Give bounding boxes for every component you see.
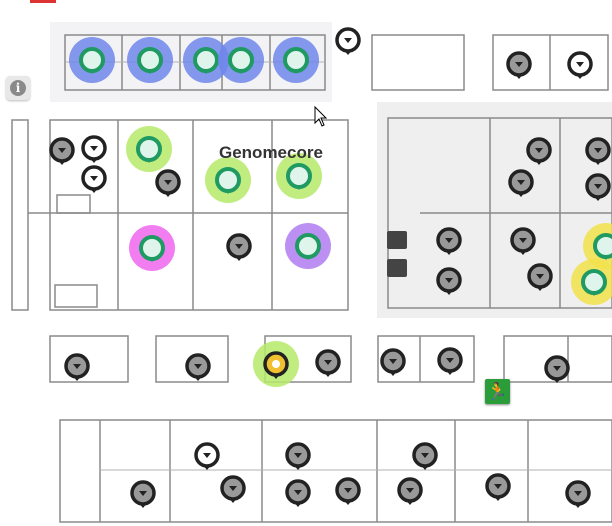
marker-desk-purple[interactable] xyxy=(285,223,331,269)
marker-pin-dark[interactable] xyxy=(510,227,536,255)
printer-icon[interactable] xyxy=(387,231,407,249)
marker-pin-dark[interactable] xyxy=(437,347,463,375)
area-label: Genomecore xyxy=(219,143,323,162)
marker-desk-blue[interactable] xyxy=(69,37,115,83)
info-button[interactable]: i xyxy=(6,76,30,100)
red-tab xyxy=(30,0,56,3)
marker-pin-dark[interactable] xyxy=(335,477,361,505)
marker-pin-white[interactable] xyxy=(194,442,220,470)
marker-pin-white[interactable] xyxy=(81,135,107,163)
marker-pin-dark[interactable] xyxy=(397,477,423,505)
marker-desk-blue[interactable] xyxy=(183,37,229,83)
marker-desk-yellow[interactable] xyxy=(583,223,612,269)
marker-pin-dark[interactable] xyxy=(220,475,246,503)
marker-pin-dark[interactable] xyxy=(585,137,611,165)
running-man-exit-icon: 🏃 xyxy=(485,379,510,404)
printer-icon[interactable] xyxy=(387,259,407,277)
marker-pin-dark[interactable] xyxy=(49,137,75,165)
marker-desk-blue[interactable] xyxy=(127,37,173,83)
marker-pin-dark[interactable] xyxy=(315,349,341,377)
marker-desk-blue[interactable] xyxy=(273,37,319,83)
marker-pin-white[interactable] xyxy=(81,165,107,193)
marker-desk-green[interactable] xyxy=(126,126,172,172)
marker-pin-ball[interactable] xyxy=(185,353,211,381)
marker-pin-white[interactable] xyxy=(335,27,361,55)
info-icon: i xyxy=(10,80,26,96)
marker-pin-dark[interactable] xyxy=(285,479,311,507)
marker-desk-yellow[interactable] xyxy=(571,259,612,305)
marker-pin-dark[interactable] xyxy=(585,173,611,201)
marker-pin-dark[interactable] xyxy=(485,473,511,501)
marker-pin-dark[interactable] xyxy=(436,267,462,295)
marker-pin-white[interactable] xyxy=(567,51,593,79)
marker-pin-dark[interactable] xyxy=(508,169,534,197)
marker-desk-green[interactable] xyxy=(276,153,322,199)
marker-pin-dark[interactable] xyxy=(226,233,252,261)
marker-pin-dark[interactable] xyxy=(436,227,462,255)
marker-pin-dark[interactable] xyxy=(527,263,553,291)
marker-pin-dark[interactable] xyxy=(285,442,311,470)
marker-pin-dark[interactable] xyxy=(130,480,156,508)
marker-pin-orange[interactable] xyxy=(253,341,299,387)
marker-desk-blue[interactable] xyxy=(218,37,264,83)
marker-pin-ball[interactable] xyxy=(64,353,90,381)
marker-pin-dark[interactable] xyxy=(526,137,552,165)
marker-pin-dark[interactable] xyxy=(544,355,570,383)
marker-pin-dark[interactable] xyxy=(412,442,438,470)
marker-pin-dark[interactable] xyxy=(506,51,532,79)
marker-pin-dark[interactable] xyxy=(155,169,181,197)
marker-pin-ball[interactable] xyxy=(380,348,406,376)
marker-pin-dark[interactable] xyxy=(565,480,591,508)
marker-desk-green[interactable] xyxy=(205,157,251,203)
marker-desk-magenta[interactable] xyxy=(129,225,175,271)
